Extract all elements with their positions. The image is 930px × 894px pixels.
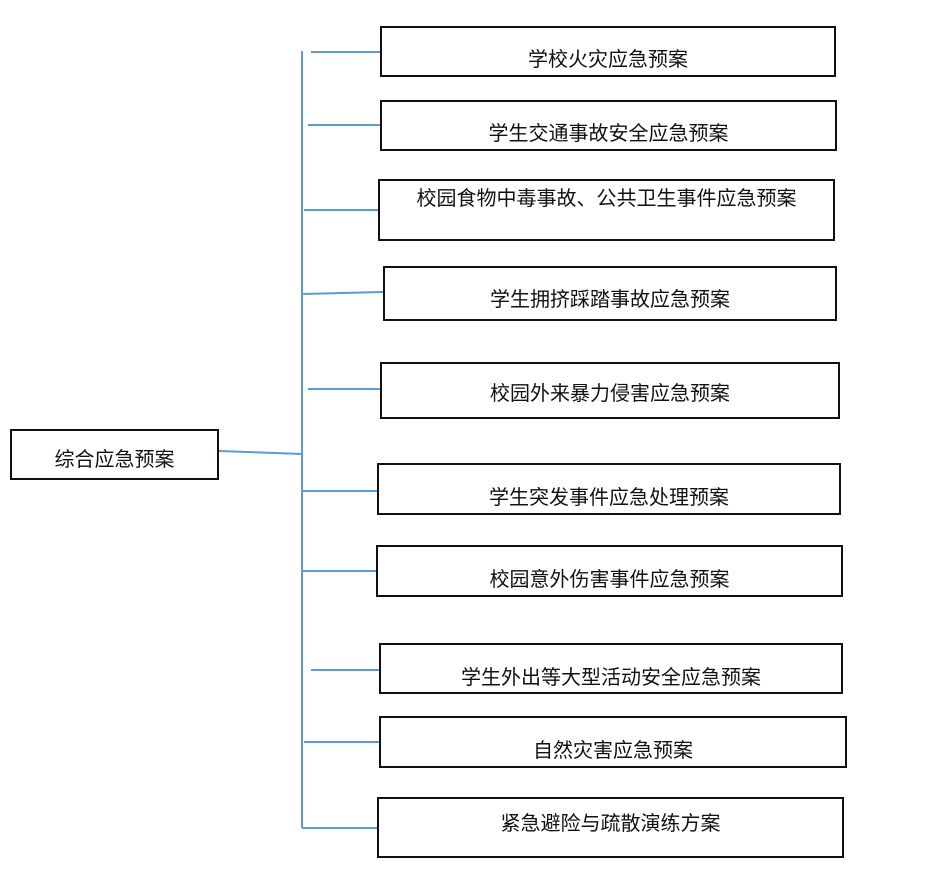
plan-node-evacuation-drill: 紧急避险与疏散演练方案: [377, 797, 844, 858]
plan-node-accidental-injury: 校园意外伤害事件应急预案: [376, 545, 843, 597]
plan-node-natural-disaster: 自然灾害应急预案: [379, 716, 847, 768]
plan-node-label: 学校火灾应急预案: [528, 47, 688, 71]
plan-node-label: 紧急避险与疏散演练方案: [500, 811, 721, 835]
root-node-box: 综合应急预案: [10, 429, 219, 480]
plan-node-sudden-events: 学生突发事件应急处理预案: [377, 463, 841, 515]
plan-node-label: 校园食物中毒事故、公共卫生事件应急预案: [416, 186, 797, 210]
plan-node-fire: 学校火灾应急预案: [380, 26, 836, 77]
plan-node-traffic: 学生交通事故安全应急预案: [380, 100, 837, 151]
plan-node-label: 学生交通事故安全应急预案: [488, 121, 729, 145]
plan-node-violence: 校园外来暴力侵害应急预案: [380, 362, 840, 419]
plan-node-label: 校园外来暴力侵害应急预案: [490, 381, 730, 405]
plan-node-label: 学生突发事件应急处理预案: [489, 485, 729, 509]
branch-connector: [301, 291, 384, 295]
plan-node-stampede: 学生拥挤踩踏事故应急预案: [383, 266, 837, 321]
plan-node-label: 自然灾害应急预案: [533, 738, 693, 762]
root-node-label: 综合应急预案: [54, 447, 175, 471]
plan-node-outing-activities: 学生外出等大型活动安全应急预案: [379, 643, 843, 694]
plan-node-label: 学生拥挤踩踏事故应急预案: [490, 287, 730, 311]
root-connector: [218, 450, 303, 455]
plan-node-label: 校园意外伤害事件应急预案: [489, 567, 730, 591]
plan-node-food-poisoning: 校园食物中毒事故、公共卫生事件应急预案: [378, 179, 835, 241]
plan-node-label: 学生外出等大型活动安全应急预案: [461, 665, 761, 689]
